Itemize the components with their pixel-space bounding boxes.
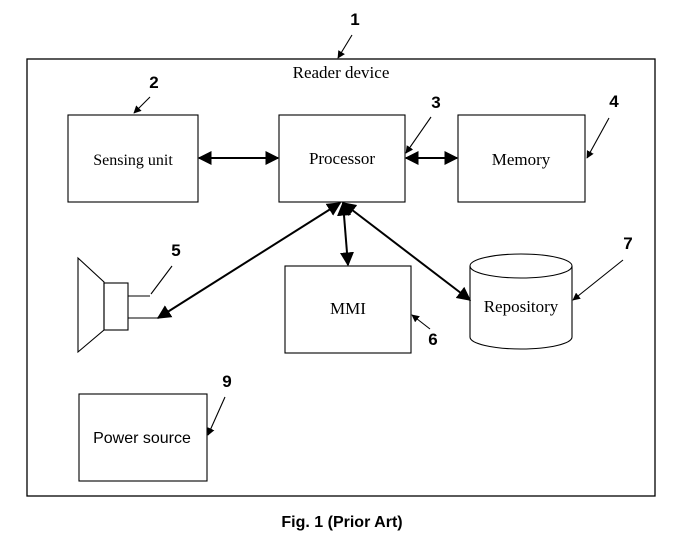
processor-mmi-connector xyxy=(337,201,354,267)
ref-number-7: 7 xyxy=(623,234,632,253)
repository-label: Repository xyxy=(484,297,559,316)
ref-number-3: 3 xyxy=(431,93,440,112)
reader-device-label: Reader device xyxy=(293,63,390,82)
ref-number-6: 6 xyxy=(428,330,437,349)
ref-number-4: 4 xyxy=(609,92,619,111)
memory-label: Memory xyxy=(492,150,551,169)
leader-line-9 xyxy=(207,396,226,436)
ref-number-9: 9 xyxy=(222,372,231,391)
leader-line-7 xyxy=(572,259,624,301)
leader-line-5 xyxy=(150,265,173,295)
leader-line-2 xyxy=(133,96,151,114)
mmi-label: MMI xyxy=(330,299,366,318)
leader-line-6 xyxy=(411,314,431,330)
leader-line-3 xyxy=(405,116,432,154)
processor-label: Processor xyxy=(309,149,375,168)
sensing-unit-label: Sensing unit xyxy=(93,152,173,169)
processor-speaker-connector xyxy=(156,202,342,319)
figure-caption: Fig. 1 (Prior Art) xyxy=(281,514,402,531)
ref-number-1: 1 xyxy=(350,10,359,29)
ref-number-2: 2 xyxy=(149,73,158,92)
processor-repository-connector xyxy=(341,202,472,301)
speaker-icon xyxy=(77,256,158,354)
power-source-block xyxy=(78,393,208,482)
reader-device-frame xyxy=(26,58,656,497)
leader-line-1 xyxy=(337,34,353,59)
leader-line-4 xyxy=(586,117,610,159)
repository-cylinder xyxy=(469,253,573,350)
power-source-label: Power source xyxy=(93,430,191,447)
ref-number-5: 5 xyxy=(171,241,180,260)
